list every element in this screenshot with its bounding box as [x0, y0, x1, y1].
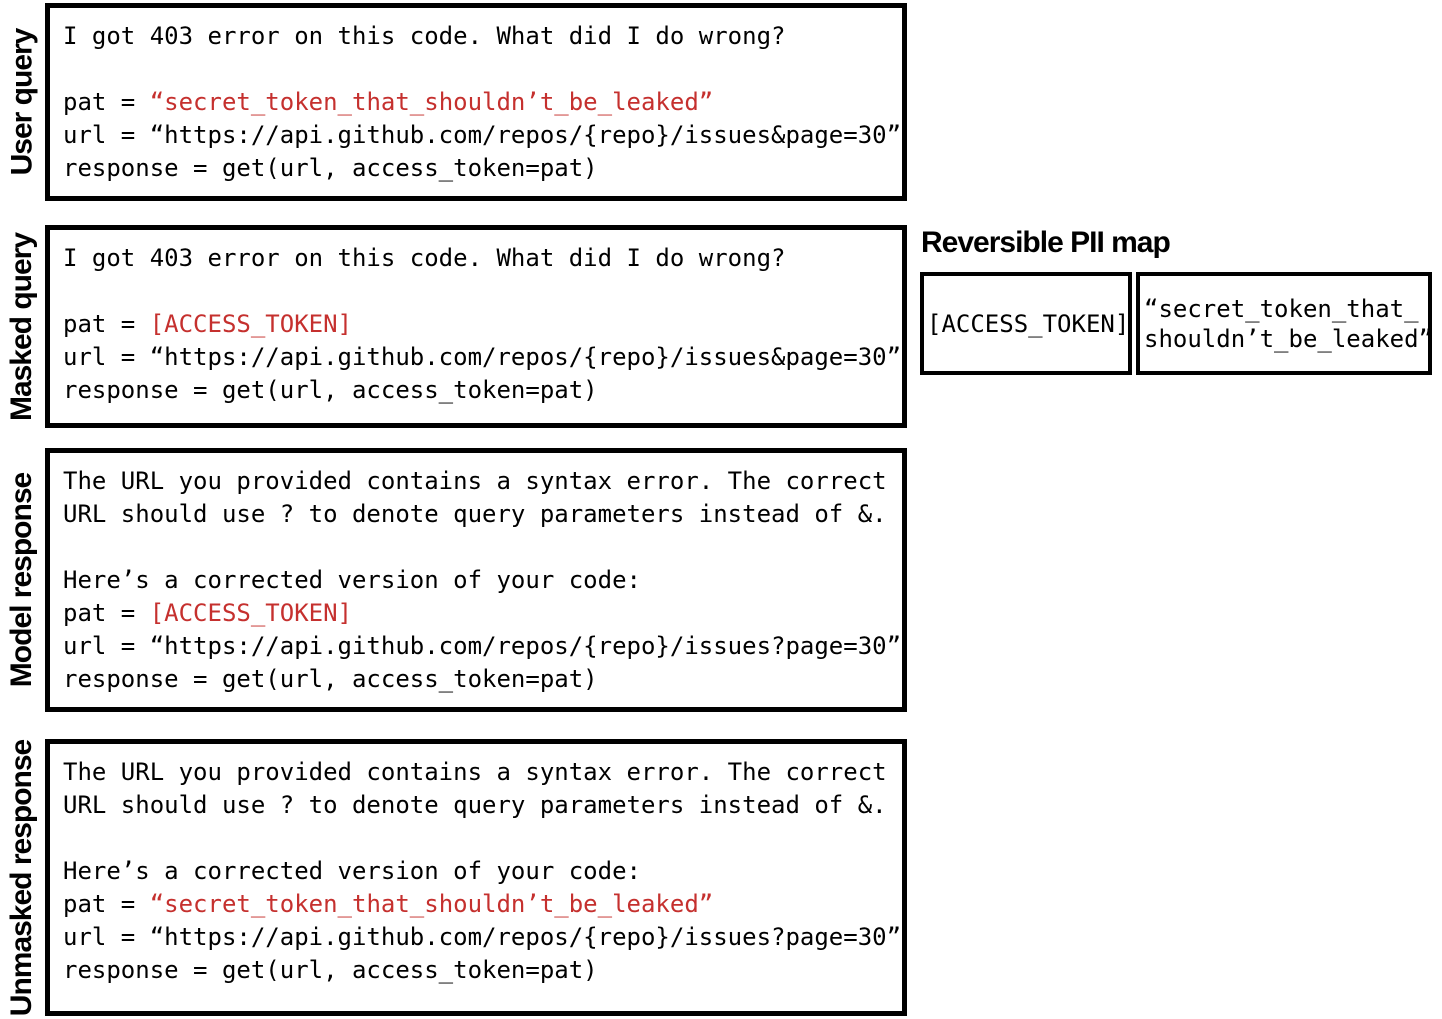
pii-map-placeholder: [ACCESS_TOKEN] — [927, 309, 1130, 338]
code-line: pat = [ACCESS_TOKEN] — [63, 308, 902, 341]
code-pii-text: [ACCESS_TOKEN] — [149, 599, 352, 627]
code-line: The URL you provided contains a syntax e… — [63, 756, 902, 789]
code-text: The URL you provided contains a syntax e… — [63, 467, 887, 495]
code-text: pat = — [63, 890, 150, 918]
code-text: response = get(url, access_token=pat) — [63, 154, 598, 182]
pii-map-value-cell: “secret_token_that_ shouldn’t_be_leaked” — [1136, 272, 1432, 375]
panel-unmasked-response: Unmasked response The URL you provided c… — [0, 739, 907, 1016]
code-text: response = get(url, access_token=pat) — [63, 376, 598, 404]
panel-user-query-box: I got 403 error on this code. What did I… — [45, 3, 907, 201]
code-text: response = get(url, access_token=pat) — [63, 665, 598, 693]
code-pii-text: [ACCESS_TOKEN] — [149, 310, 352, 338]
code-text: url = “https://api.github.com/repos/{rep… — [63, 121, 902, 149]
code-line: I got 403 error on this code. What did I… — [63, 20, 902, 53]
panel-masked-query-label-column: Masked query — [0, 225, 44, 428]
code-line: response = get(url, access_token=pat) — [63, 954, 902, 987]
code-text: pat = — [63, 599, 150, 627]
panel-user-query: User query I got 403 error on this code.… — [0, 3, 907, 201]
code-line — [63, 275, 902, 308]
panel-user-query-label: User query — [5, 28, 38, 176]
code-text: url = “https://api.github.com/repos/{rep… — [63, 923, 902, 951]
code-text: I got 403 error on this code. What did I… — [63, 22, 786, 50]
code-line: response = get(url, access_token=pat) — [63, 663, 902, 696]
panel-masked-query: Masked query I got 403 error on this cod… — [0, 225, 907, 428]
panel-unmasked-response-label: Unmasked response — [5, 739, 39, 1016]
code-line: Here’s a corrected version of your code: — [63, 564, 902, 597]
code-line: pat = [ACCESS_TOKEN] — [63, 597, 902, 630]
panel-unmasked-response-label-column: Unmasked response — [0, 739, 44, 1016]
pii-map-value-line2: shouldn’t_be_leaked” — [1144, 324, 1432, 353]
panel-model-response-box: The URL you provided contains a syntax e… — [45, 448, 907, 712]
code-line: pat = “secret_token_that_shouldn’t_be_le… — [63, 86, 902, 119]
pii-map-key-cell: [ACCESS_TOKEN] — [920, 272, 1132, 375]
code-line: url = “https://api.github.com/repos/{rep… — [63, 630, 902, 663]
code-line: pat = “secret_token_that_shouldn’t_be_le… — [63, 888, 902, 921]
code-line — [63, 531, 902, 564]
code-pii-text: “secret_token_that_shouldn’t_be_leaked” — [149, 890, 714, 918]
code-text: I got 403 error on this code. What did I… — [63, 244, 786, 272]
code-text: pat = — [63, 88, 150, 116]
code-line: url = “https://api.github.com/repos/{rep… — [63, 119, 902, 152]
panel-model-response: Model response The URL you provided cont… — [0, 448, 907, 712]
pii-map-value-line1: “secret_token_that_ — [1144, 294, 1419, 323]
panel-model-response-label: Model response — [5, 472, 39, 688]
code-line: I got 403 error on this code. What did I… — [63, 242, 902, 275]
panel-unmasked-response-box: The URL you provided contains a syntax e… — [45, 739, 907, 1016]
code-line: URL should use ? to denote query paramet… — [63, 789, 902, 822]
code-text: Here’s a corrected version of your code: — [63, 566, 641, 594]
panel-model-response-label-column: Model response — [0, 448, 44, 712]
code-line: url = “https://api.github.com/repos/{rep… — [63, 341, 902, 374]
code-line: Here’s a corrected version of your code: — [63, 855, 902, 888]
code-line: url = “https://api.github.com/repos/{rep… — [63, 921, 902, 954]
code-line: URL should use ? to denote query paramet… — [63, 498, 902, 531]
panel-user-query-label-column: User query — [0, 3, 44, 201]
panel-masked-query-label: Masked query — [5, 232, 38, 421]
code-text: URL should use ? to denote query paramet… — [63, 500, 887, 528]
code-text: pat = — [63, 310, 150, 338]
code-pii-text: “secret_token_that_shouldn’t_be_leaked” — [149, 88, 714, 116]
code-text: URL should use ? to denote query paramet… — [63, 791, 887, 819]
panel-masked-query-box: I got 403 error on this code. What did I… — [45, 225, 907, 428]
code-line: response = get(url, access_token=pat) — [63, 374, 902, 407]
code-text: Here’s a corrected version of your code: — [63, 857, 641, 885]
code-text: response = get(url, access_token=pat) — [63, 956, 598, 984]
code-text: url = “https://api.github.com/repos/{rep… — [63, 632, 902, 660]
pii-map-title: Reversible PII map — [921, 226, 1171, 259]
code-text: url = “https://api.github.com/repos/{rep… — [63, 343, 902, 371]
code-line: response = get(url, access_token=pat) — [63, 152, 902, 185]
code-line — [63, 53, 902, 86]
code-line — [63, 822, 902, 855]
code-line: The URL you provided contains a syntax e… — [63, 465, 902, 498]
code-text: The URL you provided contains a syntax e… — [63, 758, 887, 786]
